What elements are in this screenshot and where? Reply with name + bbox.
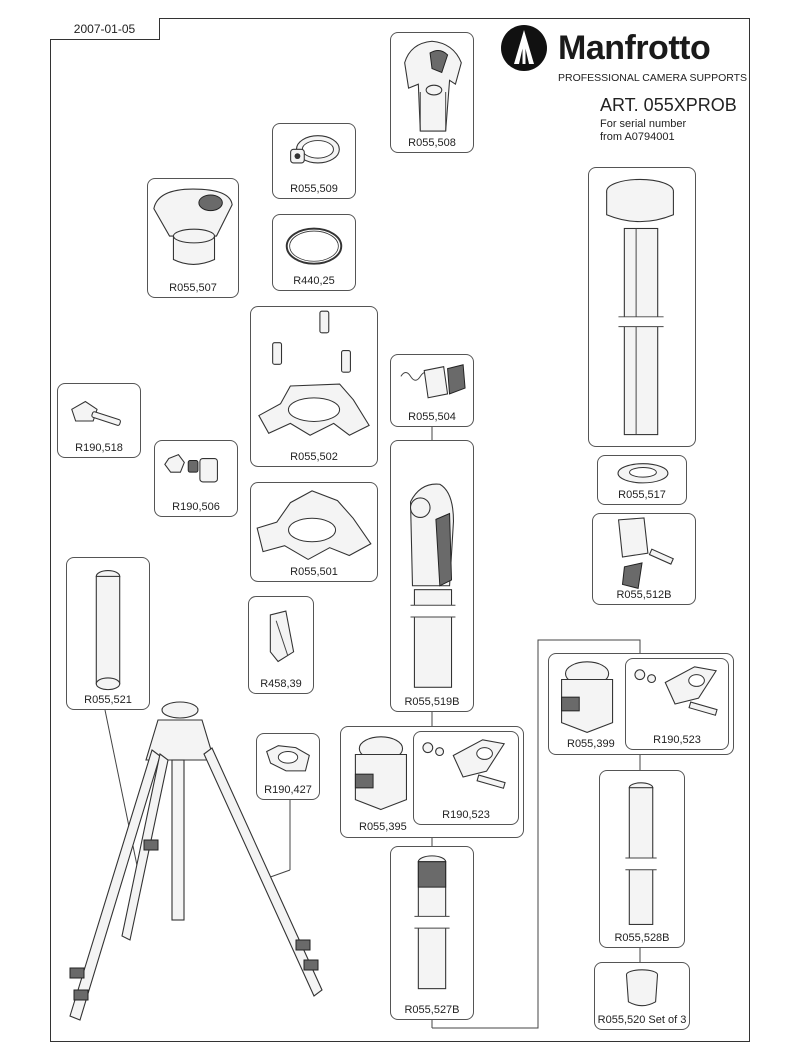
part-label: R055,528B bbox=[614, 932, 670, 944]
part-label: R458,39 bbox=[260, 678, 302, 690]
serial-note: For serial number from A0794001 bbox=[600, 118, 687, 143]
part-r055-508: R055,508 bbox=[390, 32, 474, 153]
center-column-assembly bbox=[588, 167, 696, 447]
upper-leg-icon bbox=[409, 483, 456, 688]
leg-hub-icon bbox=[153, 188, 233, 265]
part-r190-506: R190,506 bbox=[154, 440, 238, 517]
part-r055-512b: R055,512B bbox=[592, 513, 696, 605]
part-r458-39: R458,39 bbox=[248, 596, 314, 694]
o-ring-icon bbox=[285, 227, 343, 265]
part-r440-25: R440,25 bbox=[272, 214, 356, 291]
part-r055-527b: R055,527B bbox=[390, 846, 474, 1020]
part-label: R055,517 bbox=[618, 489, 666, 501]
spider-casting-icon bbox=[256, 490, 372, 561]
part-r055-517: R055,517 bbox=[597, 455, 687, 505]
leg-lock-clamp-icon bbox=[561, 661, 614, 734]
hook-clip-icon bbox=[269, 610, 295, 663]
part-r190-518: R190,518 bbox=[57, 383, 141, 458]
drawing-frame bbox=[50, 18, 750, 1042]
part-label: R055,519B bbox=[404, 696, 460, 708]
cam-lever-bolt-icon bbox=[422, 739, 506, 789]
part-label: R055,502 bbox=[290, 451, 338, 463]
lower-leg-icon bbox=[414, 855, 450, 990]
part-r055-528b: R055,528B bbox=[599, 770, 685, 948]
article-number: ART. 055XPROB bbox=[600, 95, 737, 115]
part-r055-519b: R055,519B bbox=[390, 440, 474, 712]
part-label: R190,523 bbox=[442, 809, 490, 821]
brand-name: Manfrotto bbox=[558, 29, 711, 67]
part-label: R440,25 bbox=[293, 275, 335, 287]
part-r190-523-b: R190,523 bbox=[625, 658, 729, 750]
head-casting-icon bbox=[404, 40, 462, 132]
clamp-ring-icon bbox=[290, 135, 340, 164]
part-label: R190,506 bbox=[172, 501, 220, 513]
part-label: R190,427 bbox=[264, 784, 312, 796]
leg-lock-assembly-b: R055,399 R190,523 bbox=[548, 653, 734, 755]
part-r190-523-a: R190,523 bbox=[413, 731, 519, 825]
manfrotto-logo-icon bbox=[501, 25, 547, 71]
part-label: R055,504 bbox=[408, 411, 456, 423]
cam-lever-bolt-icon bbox=[634, 666, 718, 716]
leg-lock-assembly-a: R055,395 R190,523 bbox=[340, 726, 524, 838]
part-r055-501: R055,501 bbox=[250, 482, 378, 582]
lock-block-icon bbox=[617, 517, 674, 589]
tripod-overview-icon bbox=[69, 701, 323, 1021]
part-label: R055,395 bbox=[359, 821, 407, 833]
part-label: R055,508 bbox=[408, 137, 456, 149]
part-label: R055,520 Set of 3 bbox=[597, 1014, 687, 1026]
leg-tube-icon bbox=[95, 569, 121, 691]
part-r055-507: R055,507 bbox=[147, 178, 239, 298]
brand-block: Manfrotto PROFESSIONAL CAMERA SUPPORTS bbox=[498, 22, 747, 92]
leg-lock-clamp-icon bbox=[354, 736, 408, 811]
spring-clip-icon bbox=[266, 745, 310, 772]
part-r055-520: R055,520 Set of 3 bbox=[594, 962, 690, 1030]
part-label: R055,521 bbox=[84, 694, 132, 706]
date-stamp: 2007-01-05 bbox=[50, 18, 160, 40]
spider-bracket-screws-icon bbox=[258, 310, 370, 436]
part-label: R055,527B bbox=[404, 1004, 460, 1016]
part-r055-509: R055,509 bbox=[272, 123, 356, 199]
part-label: R190,523 bbox=[653, 734, 701, 746]
knob-screw-icon bbox=[71, 400, 121, 426]
nut-and-pad-icon bbox=[164, 453, 218, 483]
center-column-icon bbox=[606, 178, 674, 436]
part-label: R055,507 bbox=[169, 282, 217, 294]
part-r055-504: R055,504 bbox=[390, 354, 474, 427]
lever-spring-icon bbox=[400, 364, 466, 399]
leg-section-icon bbox=[625, 782, 657, 925]
part-label: R190,518 bbox=[75, 442, 123, 454]
foot-icon bbox=[625, 969, 659, 1007]
part-r055-521: R055,521 bbox=[66, 557, 150, 710]
part-label: R055,509 bbox=[290, 183, 338, 195]
part-label: R055,399 bbox=[567, 738, 615, 750]
collar-ring-icon bbox=[617, 463, 669, 484]
part-r190-427: R190,427 bbox=[256, 733, 320, 800]
part-label: R055,512B bbox=[616, 589, 672, 601]
part-r055-502: R055,502 bbox=[250, 306, 378, 467]
part-label: R055,501 bbox=[290, 566, 338, 578]
brand-tagline: PROFESSIONAL CAMERA SUPPORTS bbox=[558, 72, 748, 84]
